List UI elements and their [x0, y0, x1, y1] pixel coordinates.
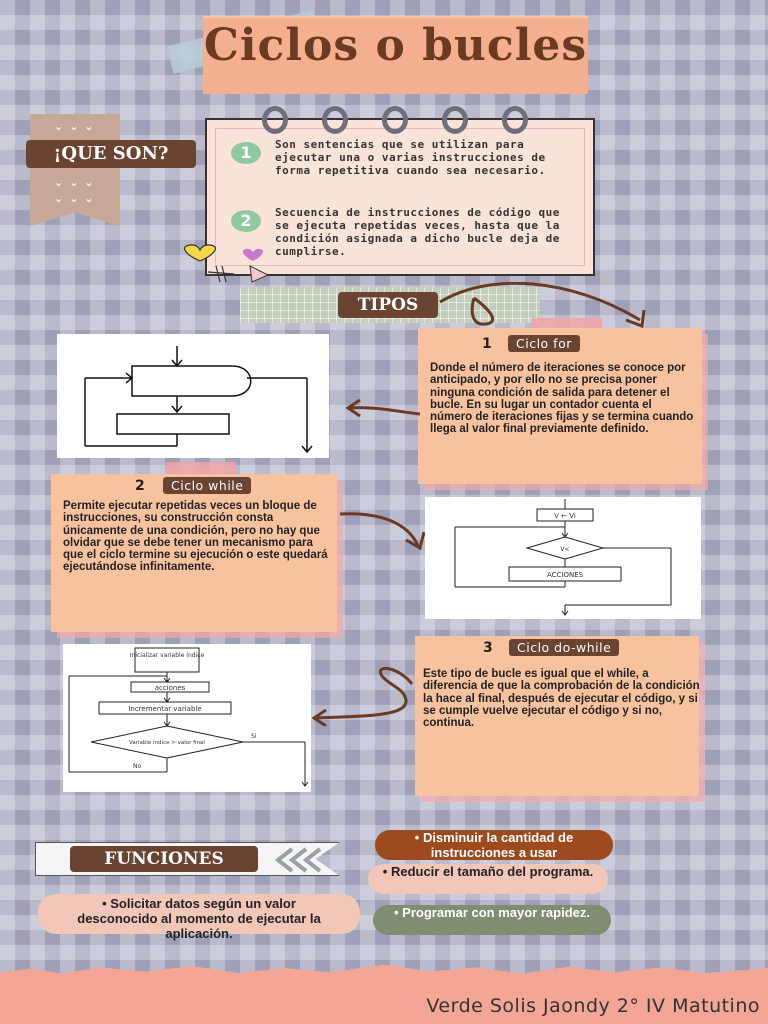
ciclo-for-label: Ciclo for [508, 335, 580, 352]
ciclo-do-while-label: Ciclo do-while [509, 639, 620, 656]
definition-text: Son sentencias que se utilizan para ejec… [275, 138, 546, 177]
ring-icon [382, 106, 408, 134]
author-credit: Verde Solis Jaondy 2° IV Matutino [426, 995, 760, 1017]
do-while-decision: Variable índice > valor final [129, 739, 205, 746]
funcion-text: • Programar con mayor rapidez. [393, 905, 590, 920]
funcion-item: • Programar con mayor rapidez. [373, 905, 611, 935]
number-badge: 2 [231, 210, 261, 232]
definitions-notebook: 1 Son sentencias que se utilizan para ej… [205, 106, 595, 276]
definition-text: Secuencia de instrucciones de código que… [275, 206, 560, 258]
funcion-text: • Disminuir la cantidad de instrucciones… [414, 830, 574, 860]
for-flowchart [57, 334, 329, 458]
card-number: 2 [135, 478, 145, 494]
do-while-action: acciones [155, 684, 186, 692]
funcion-item: • Reducir el tamaño del programa. [368, 864, 608, 894]
ring-icon [322, 106, 348, 134]
ciclo-while-label: Ciclo while [163, 477, 252, 494]
do-while-yes: Si [251, 733, 257, 740]
arrow-icon [311, 667, 414, 726]
ciclo-do-while-card: 3 Ciclo do-while Este tipo de bucle es i… [415, 636, 700, 796]
chevrons-icon [274, 847, 322, 873]
decorative-ribbon: ⌄⌄⌄ ⌄⌄⌄ ⌄⌄⌄ ⌄⌄⌄ [30, 114, 120, 226]
while-diagram-top: V ← Vi [554, 512, 576, 520]
ring-icon [502, 106, 528, 134]
ciclo-while-card: 2 Ciclo while Permite ejecutar repetidas… [51, 474, 337, 632]
page-title: Ciclos o bucles [203, 20, 588, 71]
footer-paper [0, 964, 768, 1024]
while-diagram-action: ACCIONES [547, 571, 584, 579]
heart-icon [242, 248, 264, 261]
funcion-item: • Solicitar datos según un valor descono… [38, 894, 360, 941]
ciclo-for-text: Donde el número de iteraciones se conoce… [430, 362, 694, 436]
doodle-icon [207, 265, 270, 283]
ciclo-do-while-text: Este tipo de bucle es igual que el while… [423, 668, 700, 730]
heart-icon [183, 244, 217, 262]
do-while-increment: Incrementar variable [128, 705, 201, 713]
funcion-item: • Disminuir la cantidad de instrucciones… [375, 830, 613, 860]
funcion-text: • Solicitar datos según un valor descono… [77, 896, 321, 941]
while-flowchart: V ← Vi V< ACCIONES [425, 497, 701, 619]
que-son-label: ¡QUE SON? [26, 140, 196, 168]
number-badge: 1 [231, 142, 261, 164]
title-banner [203, 16, 588, 94]
card-number: 1 [482, 336, 492, 352]
funciones-label: FUNCIONES [70, 846, 258, 872]
tipos-label: TIPOS [338, 292, 438, 318]
card-number: 3 [483, 640, 493, 656]
funcion-text: • Reducir el tamaño del programa. [382, 864, 594, 879]
arrow-icon [439, 282, 646, 329]
do-while-no: No [133, 763, 141, 770]
decorative-tape [166, 462, 236, 476]
ciclo-while-text: Permite ejecutar repetidas veces un bloq… [63, 500, 328, 574]
ring-icon [262, 106, 288, 134]
do-while-init: Inicializar variable índice [130, 652, 205, 659]
do-while-flowchart: Inicializar variable índice acciones Inc… [63, 644, 311, 792]
while-diagram-decision: V< [560, 546, 569, 553]
arrow-icon [339, 512, 426, 551]
ciclo-for-card: 1 Ciclo for Donde el número de iteracion… [418, 328, 702, 484]
arrow-icon [345, 398, 421, 418]
ring-icon [442, 106, 468, 134]
